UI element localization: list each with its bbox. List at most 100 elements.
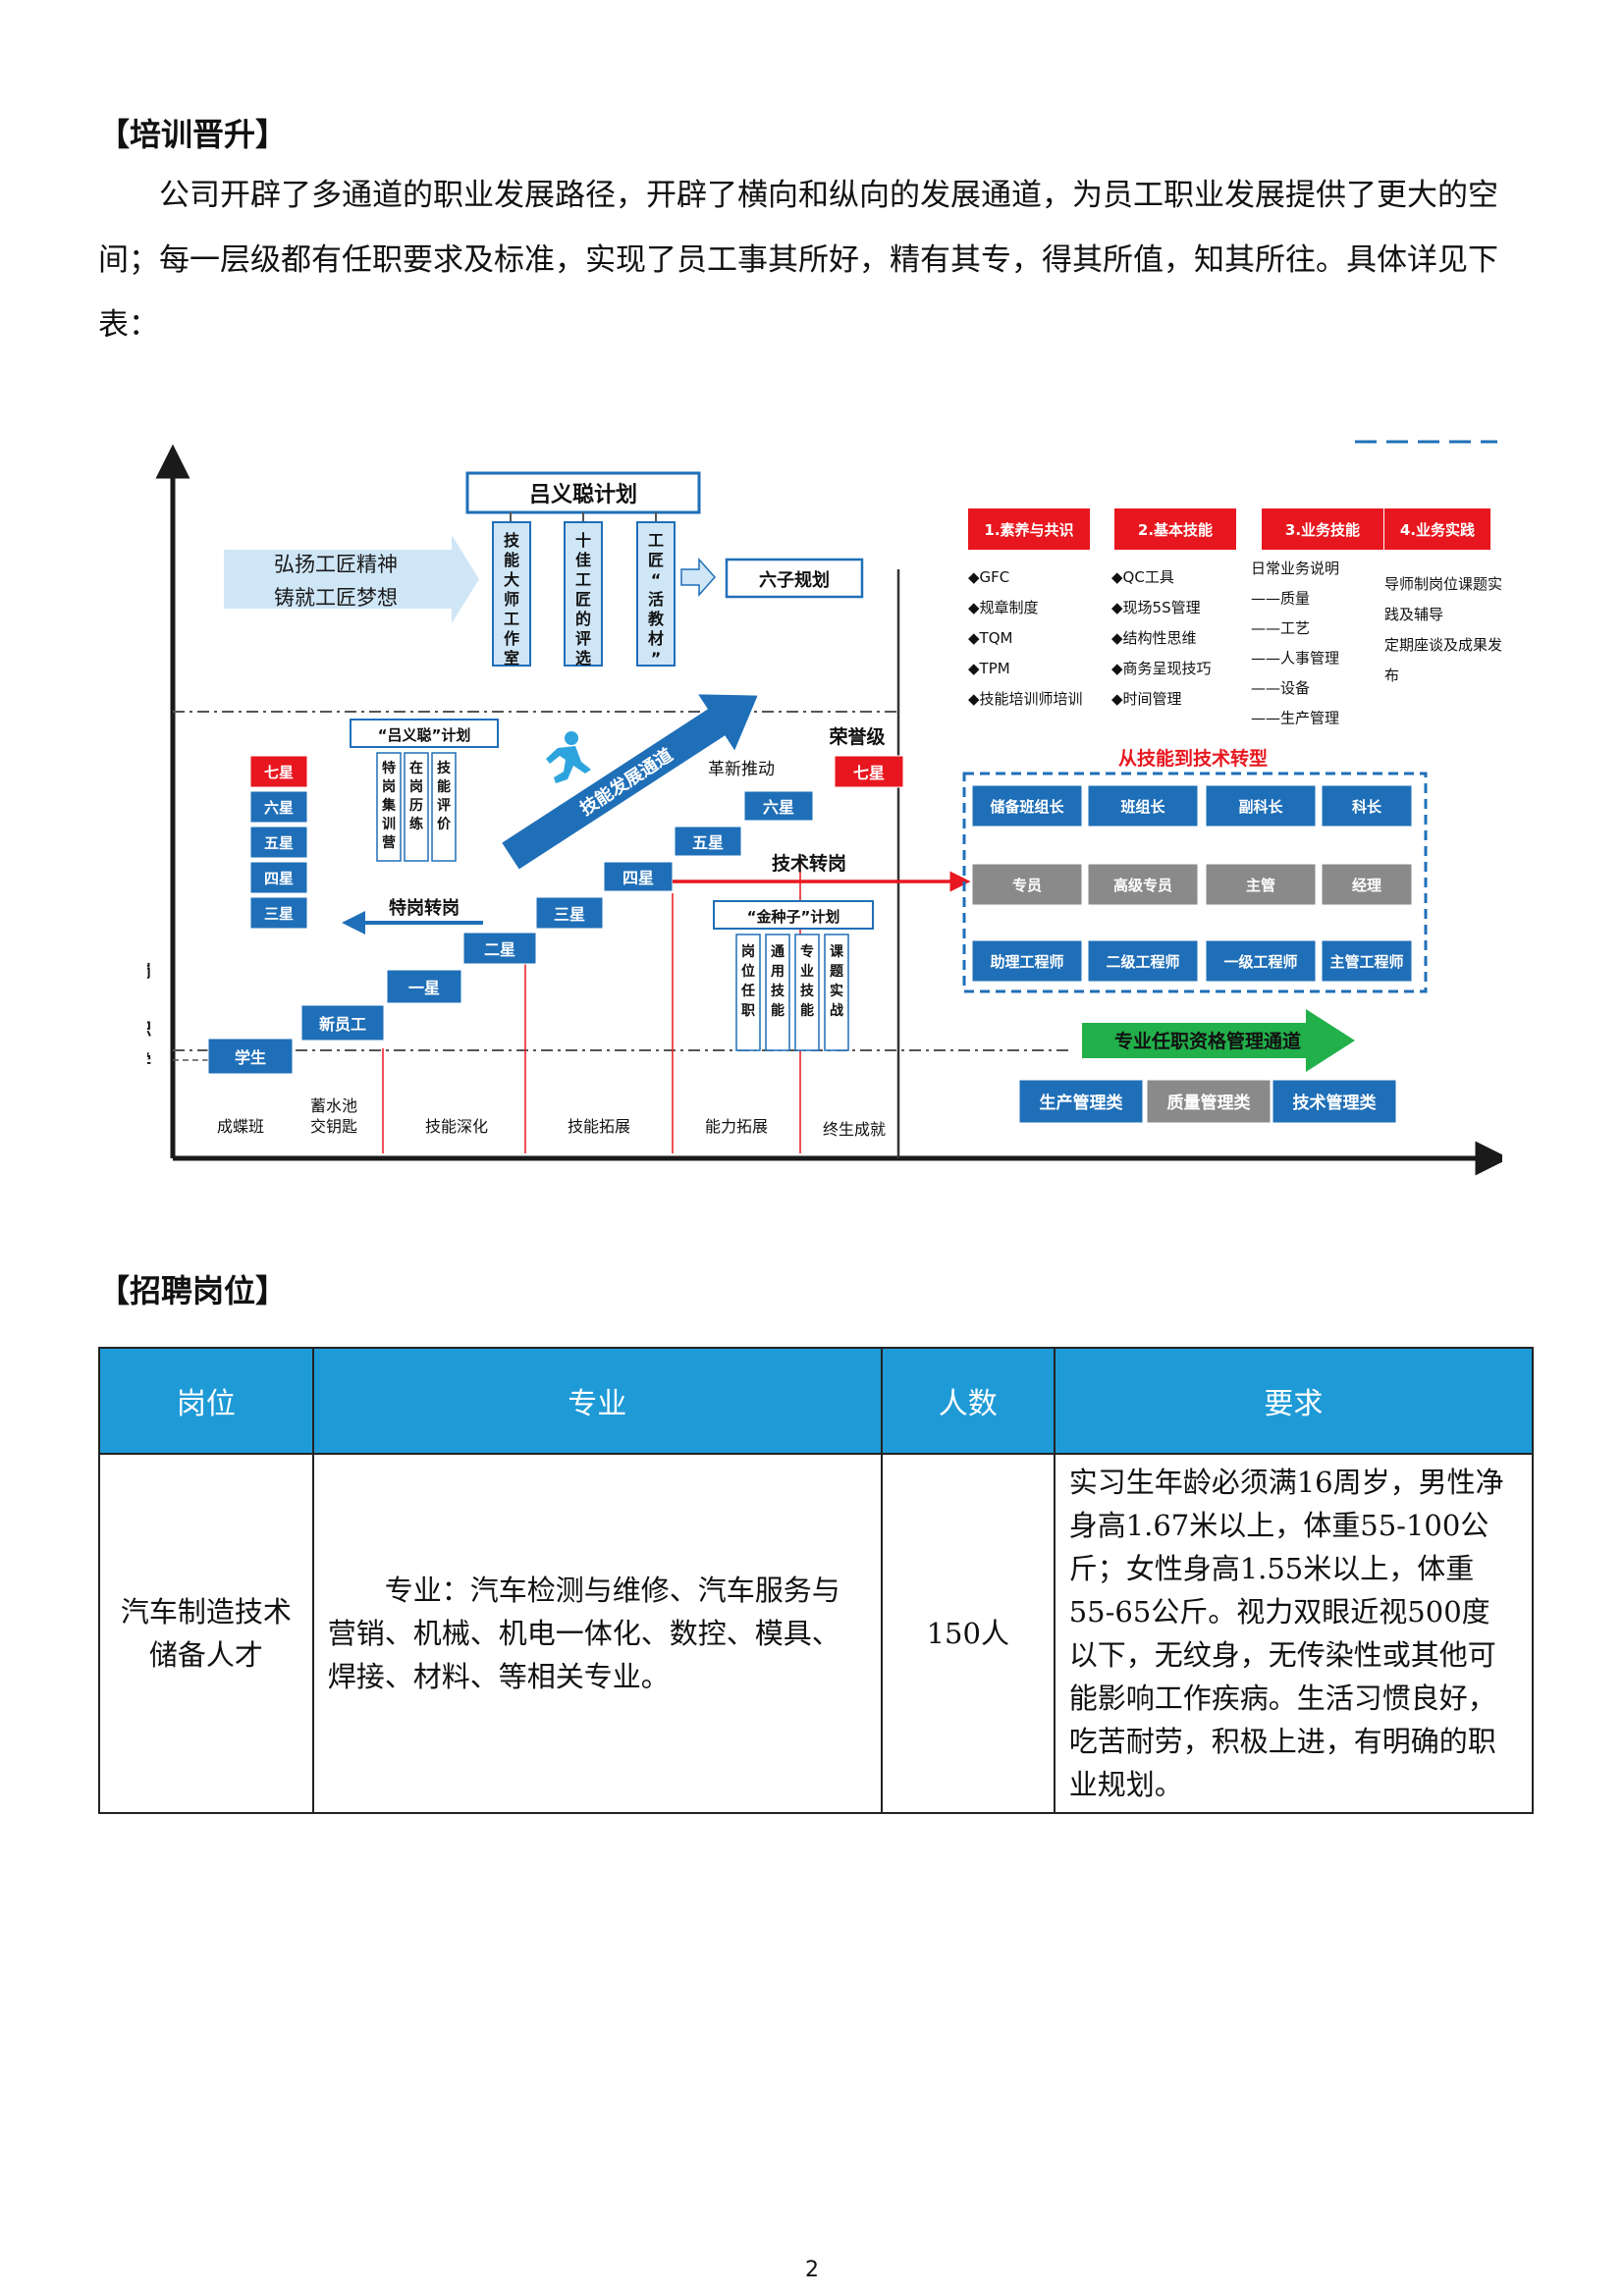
lyc-column-1-char: 在 xyxy=(409,760,423,776)
cat4-item-3: 布 xyxy=(1384,667,1399,684)
stair-label-0: 学生 xyxy=(235,1048,266,1067)
plan-column-1-char: 工 xyxy=(575,570,591,589)
grid-cell-2-0 xyxy=(971,939,1083,983)
gold-column-1-char: 通 xyxy=(771,944,785,960)
plan-column-2-char: 匠 xyxy=(648,551,664,569)
cat-header-0 xyxy=(968,508,1090,550)
stair-0 xyxy=(207,1038,294,1075)
gold-column-2-char: 能 xyxy=(800,1002,814,1019)
banner-line-2: 铸就工匠梦想 xyxy=(274,586,398,610)
gold-column-0-char: 位 xyxy=(741,963,755,980)
cat1-item-4: ◆技能培训师培训 xyxy=(968,690,1083,708)
cat-header-1 xyxy=(1114,508,1236,550)
plan-column-2-char: ” xyxy=(651,649,662,667)
plan-column-1-char: 匠 xyxy=(575,590,591,609)
grid-cell-1-1 xyxy=(1087,863,1199,906)
cell-major: 专业：汽车检测与维修、汽车服务与营销、机械、机电一体化、数控、模具、焊接、材料、… xyxy=(311,1453,883,1814)
gold-column-1-char: 能 xyxy=(771,1002,785,1019)
star-left-2 xyxy=(249,826,308,859)
grid-cell-0-0 xyxy=(971,784,1083,828)
header-major: 专业 xyxy=(311,1347,883,1455)
gold-column-3-char: 题 xyxy=(830,964,844,980)
x-label-5: 终生成就 xyxy=(823,1120,886,1139)
stair-8 xyxy=(834,755,904,788)
star-left-label-4: 三星 xyxy=(264,905,294,923)
grid-cell-label-1-3: 经理 xyxy=(1352,877,1381,894)
star-left-label-0: 七星 xyxy=(264,764,294,781)
golden-plan-title: “金种子”计划 xyxy=(747,908,840,926)
plan-column-0-char: 技 xyxy=(504,531,520,550)
lyc-column-0-char: 训 xyxy=(382,817,396,832)
table-row: 汽车制造技术储备人才 专业：汽车检测与维修、汽车服务与营销、机械、机电一体化、数… xyxy=(98,1453,1535,1814)
cat3-item-2: ——工艺 xyxy=(1251,619,1310,637)
x-label-4: 能力拓展 xyxy=(705,1117,768,1136)
grid-cell-label-2-0: 助理工程师 xyxy=(990,953,1063,971)
lyc-column-1-char: 练 xyxy=(409,816,423,832)
x-label-0: 成蝶班 xyxy=(217,1117,264,1136)
plan-column-0-char: 大 xyxy=(504,570,519,589)
special-transfer: 特岗转岗 xyxy=(389,897,460,919)
plan-column-2-char: 教 xyxy=(648,610,665,628)
cat4-item-1: 践及辅导 xyxy=(1384,606,1443,623)
bottom-cat-1 xyxy=(1146,1079,1272,1124)
y-label-onboard: 上岗 xyxy=(147,961,151,982)
x-label-3: 技能拓展 xyxy=(568,1117,630,1136)
star-left-0 xyxy=(249,755,308,788)
grid-cell-1-2 xyxy=(1205,863,1317,906)
cat-header-label-0: 1.素养与共识 xyxy=(984,521,1073,539)
gold-column-2-char: 专 xyxy=(800,943,814,960)
stair-6 xyxy=(674,826,742,857)
plan-column-0-char: 师 xyxy=(504,590,519,609)
grid-cell-label-1-1: 高级专员 xyxy=(1113,877,1172,894)
bottom-cat-label-2: 技术管理类 xyxy=(1293,1093,1378,1113)
grid-cell-label-1-2: 主管 xyxy=(1246,877,1275,894)
stair-label-3: 二星 xyxy=(484,940,515,959)
grid-cell-0-1 xyxy=(1087,784,1199,828)
stair-label-2: 一星 xyxy=(408,979,440,997)
training-paragraph: 公司开辟了多通道的职业发展路径，开辟了横向和纵向的发展通道，为员工职业发展提供了… xyxy=(98,163,1532,357)
bottom-cat-label-1: 质量管理类 xyxy=(1167,1093,1252,1113)
cat2-item-3: ◆商务呈现技巧 xyxy=(1111,660,1212,677)
star-left-4 xyxy=(249,896,308,930)
x-label-1a: 蓄水池 xyxy=(310,1096,357,1115)
job-table: 岗位 专业 人数 要求 汽车制造技术储备人才 专业：汽车检测与维修、汽车服务与营… xyxy=(98,1347,1535,1814)
header-position: 岗位 xyxy=(98,1347,314,1455)
grid-cell-2-1 xyxy=(1087,939,1199,983)
cat-header-label-2: 3.业务技能 xyxy=(1285,521,1360,539)
lyc-column-2-char: 价 xyxy=(437,817,452,832)
stair-5 xyxy=(603,861,674,892)
section-title-recruit: 【招聘岗位】 xyxy=(98,1272,288,1309)
header-count: 人数 xyxy=(880,1347,1056,1455)
grid-cell-1-3 xyxy=(1321,863,1413,906)
stair-2 xyxy=(386,969,462,1004)
plan-column-1-char: 佳 xyxy=(575,551,591,569)
section-title-training: 【培训晋升】 xyxy=(98,116,288,153)
skill-channel: 技能发展通道 xyxy=(576,744,677,820)
cell-requirement: 实习生年龄必须满16周岁，男性净身高1.67米以上，体重55-100公斤；女性身… xyxy=(1053,1453,1535,1814)
stair-label-1: 新员工 xyxy=(319,1015,366,1034)
y-label-enroll: 入学 xyxy=(147,1051,151,1072)
lyc-plan-title: 吕义聪计划 xyxy=(529,482,637,507)
stair-label-8: 七星 xyxy=(853,764,885,782)
cat2-item-1: ◆现场5S管理 xyxy=(1111,599,1201,616)
banner-line-1: 弘扬工匠精神 xyxy=(274,553,398,576)
bottom-cat-2 xyxy=(1272,1079,1397,1124)
cat1-item-2: ◆TQM xyxy=(968,629,1012,647)
page-number: 2 xyxy=(805,2258,819,2282)
grid-cell-label-0-2: 副科长 xyxy=(1238,798,1283,816)
grid-cell-label-2-3: 主管工程师 xyxy=(1329,953,1403,971)
stair-label-7: 六星 xyxy=(763,798,794,817)
stair-4 xyxy=(535,896,604,930)
x-label-1b: 交钥匙 xyxy=(310,1117,357,1136)
gold-column-0-char: 岗 xyxy=(741,943,755,960)
cell-count: 150人 xyxy=(880,1453,1056,1814)
lyc-column-0-char: 营 xyxy=(382,834,396,851)
grid-cell-1-0 xyxy=(971,863,1083,906)
grid-cell-label-2-2: 一级工程师 xyxy=(1223,953,1297,971)
cat-header-2 xyxy=(1262,508,1383,550)
lyc-column-0-char: 集 xyxy=(381,797,397,814)
plan-column-1-char: 的 xyxy=(575,610,591,628)
lyc-column-1-char: 岗 xyxy=(409,778,423,795)
plan-column-1-char: 选 xyxy=(575,649,591,667)
